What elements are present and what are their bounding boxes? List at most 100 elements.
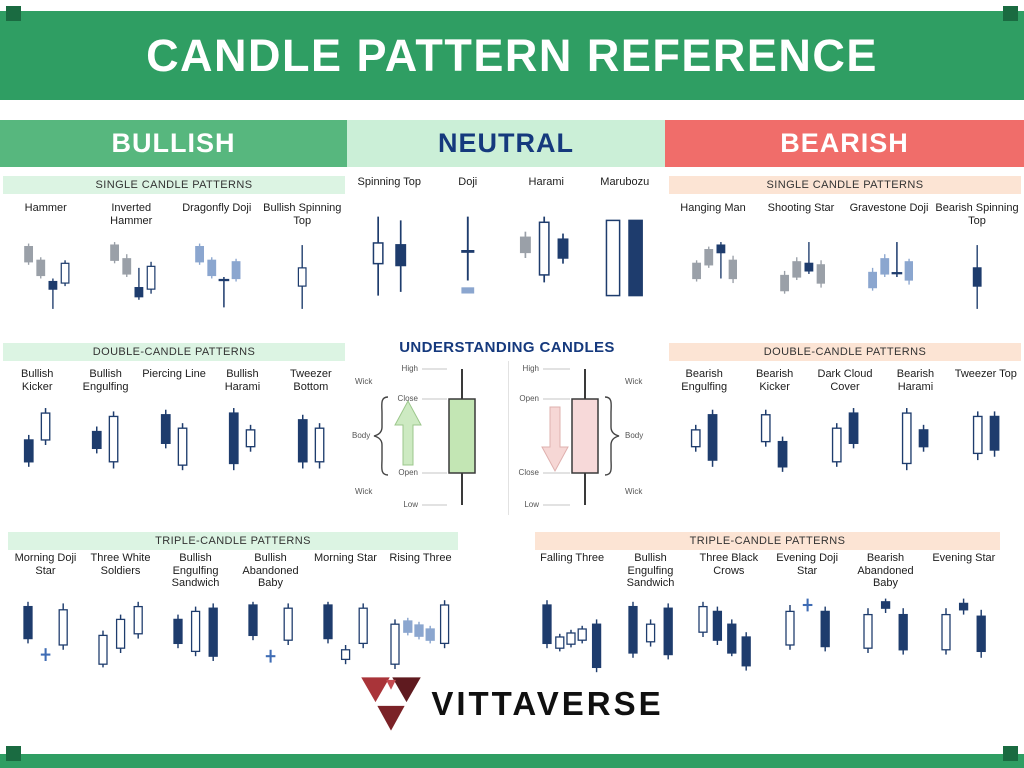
bullish-single-patterns-row: Hammer Inverted Hammer Dragonfly Doji Bu… xyxy=(3,202,345,315)
wick-top-label: Wick xyxy=(625,377,643,386)
bearish-single-section-header: SINGLE CANDLE PATTERNS xyxy=(669,176,1021,194)
candlestick-diagram xyxy=(925,597,1003,677)
pattern-rising-three: Rising Three xyxy=(383,552,458,677)
pattern-bearish-spinning-top: Bearish Spinning Top xyxy=(933,202,1021,315)
pattern-name: Bullish Harami xyxy=(224,368,261,393)
corner-decoration xyxy=(6,6,21,21)
neutral-column-header: NEUTRAL xyxy=(347,120,665,167)
pattern-name: Hammer xyxy=(24,202,67,214)
pattern-bearish-engulfing-sandwich: Bullish Engulfing Sandwich xyxy=(611,552,689,677)
pattern-name: Bearish Abandoned Baby xyxy=(857,552,914,590)
open-label: Open xyxy=(398,468,418,477)
bearish-double-patterns-row: Bearish Engulfing Bearish Kicker Dark Cl… xyxy=(669,368,1021,487)
pattern-name: Hanging Man xyxy=(680,202,746,214)
candlestick-diagram xyxy=(933,239,1021,315)
bullish-column-header: BULLISH xyxy=(0,120,347,167)
pattern-name: Inverted Hammer xyxy=(110,202,153,227)
pattern-falling-three: Falling Three xyxy=(533,552,611,677)
pattern-name: Falling Three xyxy=(540,552,605,564)
pattern-gravestone-doji: Gravestone Doji xyxy=(845,202,933,315)
bearish-triple-patterns-row: Falling Three Bullish Engulfing Sandwich… xyxy=(533,552,1003,677)
body-label: Body xyxy=(625,431,644,440)
vittaverse-logo-icon xyxy=(361,677,422,731)
pattern-name: Shooting Star xyxy=(767,202,835,214)
pattern-name: Evening Star xyxy=(932,552,996,564)
candlestick-diagram xyxy=(260,239,346,315)
candlestick-diagram xyxy=(3,239,89,315)
pattern-name: Rising Three xyxy=(389,552,452,564)
candlestick-diagram xyxy=(846,597,924,677)
pattern-name: Three White Soldiers xyxy=(90,552,151,577)
bullish-double-patterns-row: Bullish Kicker Bullish Engulfing Piercin… xyxy=(3,368,345,487)
open-label: Open xyxy=(519,394,539,403)
pattern-bullish-spinning-top: Bullish Spinning Top xyxy=(260,202,346,315)
wick-bottom-label: Wick xyxy=(355,487,373,496)
pattern-name: Harami xyxy=(528,176,564,188)
candlestick-diagram xyxy=(669,239,757,315)
corner-decoration xyxy=(6,746,21,761)
pattern-name: Three Black Crows xyxy=(699,552,759,577)
pattern-name: Spinning Top xyxy=(357,176,421,188)
pattern-name: Bullish Spinning Top xyxy=(263,202,342,227)
pattern-name: Dragonfly Doji xyxy=(182,202,252,214)
candlestick-diagram xyxy=(350,211,429,305)
pattern-bearish-harami: Bearish Harami xyxy=(880,368,950,487)
corner-decoration xyxy=(1003,746,1018,761)
candlestick-diagram xyxy=(233,597,308,677)
pattern-name: Doji xyxy=(458,176,478,188)
candlestick-diagram xyxy=(739,403,809,487)
pattern-bullish-harami: Bullish Harami xyxy=(208,368,276,487)
page-title: CANDLE PATTERN REFERENCE xyxy=(146,29,878,81)
pattern-three-black-crows: Three Black Crows xyxy=(690,552,768,677)
candlestick-diagram xyxy=(768,597,846,677)
pattern-name: Bullish Kicker xyxy=(21,368,54,393)
pattern-name: Bearish Kicker xyxy=(755,368,794,393)
candlestick-diagram xyxy=(8,597,83,677)
high-label: High xyxy=(522,364,539,373)
brand-logo: VITTAVERSE xyxy=(0,676,1024,732)
pattern-piercing-line: Piercing Line xyxy=(140,368,208,487)
candlestick-diagram xyxy=(757,239,845,315)
candlestick-diagram xyxy=(611,597,689,677)
pattern-name: Bullish Abandoned Baby xyxy=(242,552,299,590)
candlestick-diagram xyxy=(83,597,158,677)
pattern-bearish-engulfing: Bearish Engulfing xyxy=(669,368,739,487)
pattern-name: Evening Doji Star xyxy=(776,552,839,577)
candle-anatomy-section: High Close Open Low Wick Body Wick High … xyxy=(352,361,664,515)
candlestick-diagram xyxy=(3,403,71,487)
pattern-hammer: Hammer xyxy=(3,202,89,315)
candlestick-diagram xyxy=(880,403,950,487)
pattern-name: Gravestone Doji xyxy=(849,202,929,214)
candlestick-diagram xyxy=(140,403,208,487)
low-label: Low xyxy=(524,500,539,509)
pattern-name: Marubozu xyxy=(600,176,650,188)
pattern-dark-cloud-cover: Dark Cloud Cover xyxy=(810,368,880,487)
bearish-single-patterns-row: Hanging Man Shooting Star Gravestone Doj… xyxy=(669,202,1021,315)
bearish-anatomy-drawing xyxy=(541,368,620,506)
candlestick-diagram xyxy=(158,597,233,677)
pattern-name: Morning Star xyxy=(314,552,377,564)
pattern-name: Bearish Engulfing xyxy=(681,368,728,393)
understanding-candles-title: UNDERSTANDING CANDLES xyxy=(399,339,615,356)
bearish-double-section-header: DOUBLE-CANDLE PATTERNS xyxy=(669,343,1021,361)
pattern-evening-star: Evening Star xyxy=(925,552,1003,677)
candlestick-diagram xyxy=(533,597,611,677)
neutral-patterns-row: Spinning Top Doji Harami Marubozu xyxy=(350,176,664,305)
pattern-doji: Doji xyxy=(429,176,508,305)
title-banner: CANDLE PATTERN REFERENCE xyxy=(0,11,1024,100)
bullish-single-section-header: SINGLE CANDLE PATTERNS xyxy=(3,176,345,194)
pattern-evening-doji-star: Evening Doji Star xyxy=(768,552,846,677)
pattern-hanging-man: Hanging Man xyxy=(669,202,757,315)
bearish-column-header: BEARISH xyxy=(665,120,1024,167)
candlestick-diagram xyxy=(174,239,260,315)
pattern-name: Bullish Engulfing Sandwich xyxy=(626,552,675,590)
low-label: Low xyxy=(403,500,418,509)
pattern-bullish-engulfing-sandwich: Bullish Engulfing Sandwich xyxy=(158,552,233,677)
pattern-tweezer-top: Tweezer Top xyxy=(951,368,1021,487)
pattern-name: Bullish Engulfing xyxy=(82,368,129,393)
pattern-morning-doji-star: Morning Doji Star xyxy=(8,552,83,677)
high-label: High xyxy=(401,364,418,373)
pattern-spinning-top: Spinning Top xyxy=(350,176,429,305)
pattern-name: Tweezer Bottom xyxy=(290,368,332,393)
